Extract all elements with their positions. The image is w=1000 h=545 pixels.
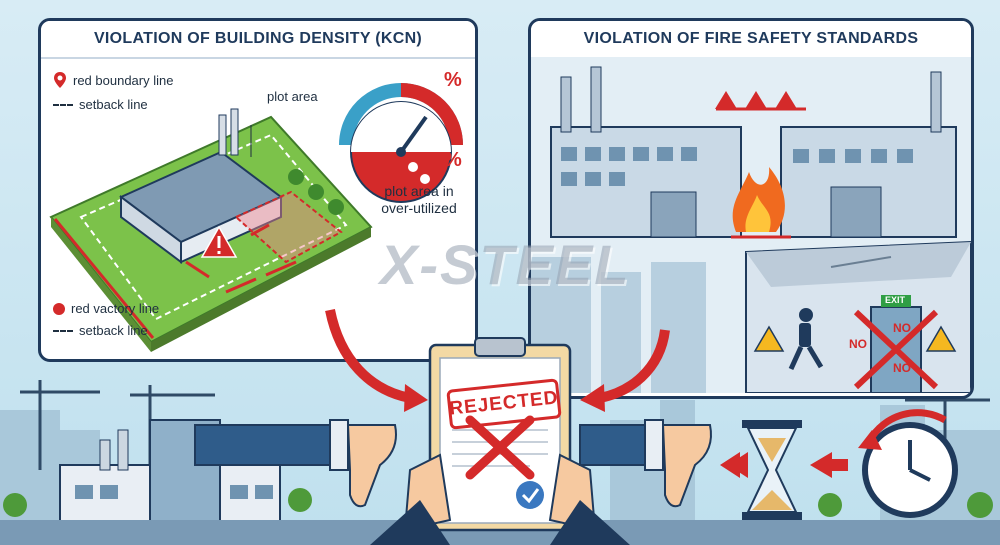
gauge-caption: plot area in over-utilized: [381, 183, 457, 216]
rejected-stamp-text: REJECTED: [448, 387, 560, 420]
dashed-line-marker: [53, 329, 73, 332]
legend-vactory-label: red vactory line: [71, 301, 160, 316]
fire-safety-panel: VIOLATION OF FIRE SAFETY STANDARDS: [528, 18, 974, 399]
legend-boundary-label: red boundary line: [73, 72, 174, 88]
clipboard: [428, 337, 572, 532]
percent-symbol-bottom: %: [444, 149, 462, 171]
density-gauge: [339, 83, 463, 203]
arrow-right-to-clipboard: [598, 329, 670, 403]
legend-setback-bottom: setback line: [53, 323, 148, 338]
blocked-exit-door: [853, 295, 939, 393]
density-illustration: [49, 83, 463, 352]
fire-panel-header: VIOLATION OF FIRE SAFETY STANDARDS: [531, 21, 971, 59]
no-label-left: NO: [849, 337, 867, 351]
hourglass-icon: [742, 420, 802, 520]
factory-right: [780, 71, 957, 238]
warning-icon: [200, 225, 238, 258]
legend-vactory-line: red vactory line: [53, 301, 159, 316]
dashed-line-marker: [53, 103, 73, 106]
clock-icon: [858, 409, 958, 518]
percent-symbol-top: %: [444, 69, 462, 91]
fire-panel-title: VIOLATION OF FIRE SAFETY STANDARDS: [583, 30, 919, 47]
factory-left: [550, 66, 742, 238]
density-violation-panel: VIOLATION OF BUILDING DENSITY (KCN): [38, 18, 478, 362]
density-panel-header: VIOLATION OF BUILDING DENSITY (KCN): [41, 21, 475, 59]
arrow-left-to-clipboard: [325, 308, 412, 403]
legend-setback-top: setback line: [53, 97, 148, 112]
thumbs-down-left-icon: [194, 419, 397, 508]
fire-illustration: [531, 57, 971, 393]
running-person-icon: [788, 308, 824, 371]
no-label-top: NO: [893, 321, 911, 335]
legend-boundary-line: red boundary line: [53, 71, 173, 89]
density-panel-title: VIOLATION OF BUILDING DENSITY (KCN): [93, 30, 423, 47]
plot-area-label: plot area: [267, 89, 318, 104]
thumbs-down-right-icon: [579, 419, 712, 508]
watermark: X-STEEL: [380, 233, 631, 296]
fire-icon: [732, 167, 785, 232]
map-pin-icon: [54, 72, 66, 88]
legend-setback-label-bottom: setback line: [79, 323, 148, 338]
legend-setback-label-top: setback line: [79, 97, 148, 112]
no-label-bottom: NO: [893, 361, 911, 375]
exit-sign: EXIT: [885, 295, 906, 305]
red-dot-icon: [53, 302, 65, 315]
